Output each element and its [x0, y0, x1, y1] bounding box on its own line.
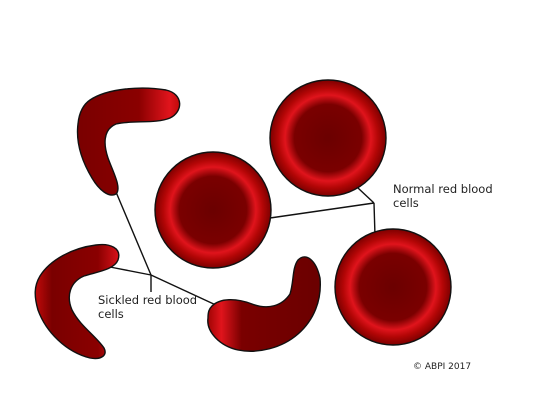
- normal-cell-right: [334, 228, 452, 346]
- normal-cells-label-line2: cells: [393, 196, 419, 210]
- sickle-leader-right: [150, 274, 219, 307]
- sickled-cells-label-line1: Sickled red blood: [98, 293, 198, 307]
- normal-cell-middle: [154, 151, 272, 269]
- normal-leader-left: [269, 202, 375, 219]
- sickled-cells-label-line2: cells: [98, 307, 124, 321]
- leader-lines: [109, 187, 376, 307]
- sickle-cell-lower-left: [34, 243, 120, 360]
- sickle-leader-left: [109, 266, 152, 276]
- normal-cells-label: Normal red blood cells: [393, 182, 493, 210]
- normal-leader-top: [357, 187, 375, 204]
- normal-leader-down: [373, 202, 376, 237]
- sickle-cell-lower-middle: [207, 256, 321, 352]
- sickled-cells-label: Sickled red blood cells: [98, 293, 197, 321]
- copyright-notice: © ABPI 2017: [413, 362, 472, 372]
- normal-cell-top: [269, 79, 387, 197]
- normal-cells-label-line1: Normal red blood: [393, 182, 493, 196]
- sickled-red-blood-cells: [34, 87, 321, 360]
- sickle-leader-top: [115, 191, 152, 276]
- sickle-cell-top-left: [76, 87, 181, 196]
- normal-red-blood-cells: [154, 79, 452, 346]
